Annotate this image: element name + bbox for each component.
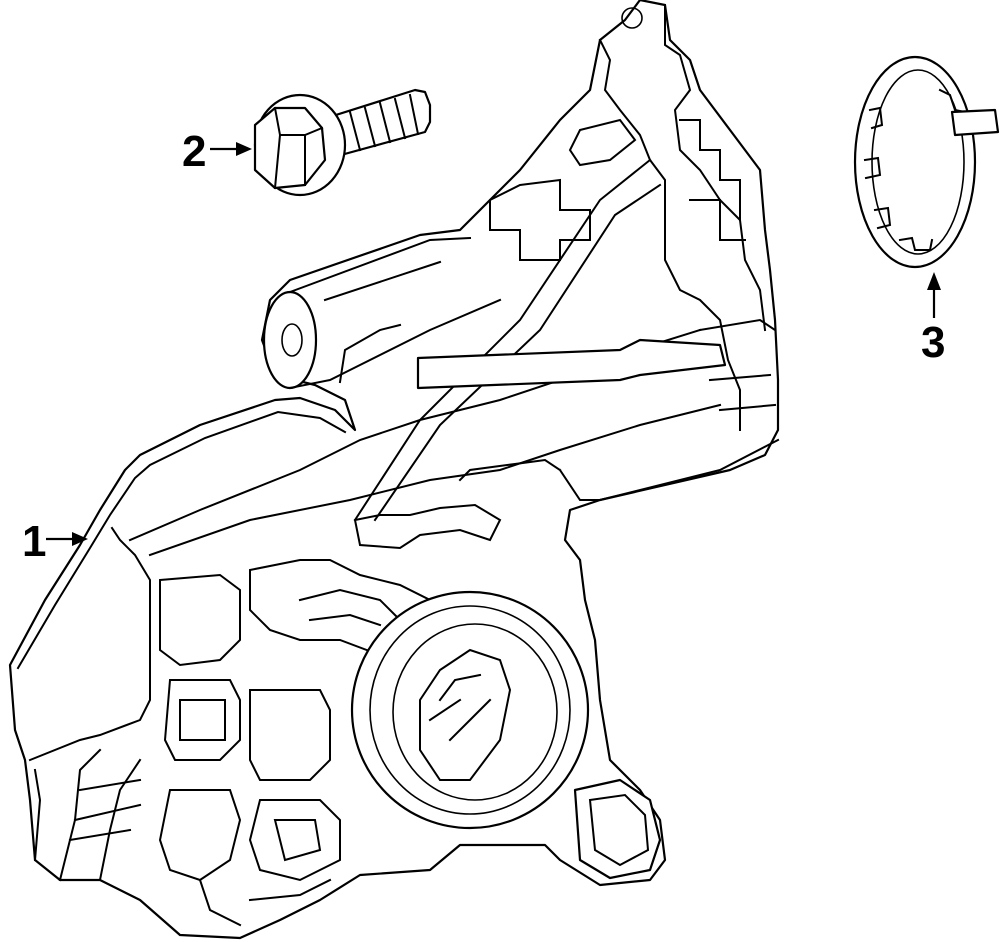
callout-3-arrowhead: [927, 272, 941, 290]
callout-1-arrowhead: [72, 532, 88, 546]
bolt-shank: [318, 88, 432, 160]
callout-3: 3: [921, 272, 945, 367]
pump-housing-mounting-ear: [573, 778, 662, 880]
pump-housing-rib-1: [353, 158, 662, 522]
callout-1: 1: [22, 517, 88, 566]
seal-ring[interactable]: [853, 55, 1000, 269]
pump-housing[interactable]: [8, 0, 780, 940]
pump-housing-tube: [262, 236, 502, 390]
callout-2: 2: [182, 127, 252, 176]
callout-1-label: 1: [22, 517, 46, 566]
pump-housing-crossbar: [416, 338, 727, 390]
seal-ring-tab: [950, 108, 1000, 137]
bolt[interactable]: [253, 88, 432, 197]
seal-ring-outer: [853, 55, 977, 269]
bolt-head: [253, 106, 327, 190]
pump-housing-front-edge: [16, 410, 347, 670]
callout-3-label: 3: [921, 318, 945, 367]
pump-housing-outlet: [350, 590, 590, 830]
callout-2-label: 2: [182, 127, 206, 176]
callout-2-arrowhead: [236, 142, 252, 156]
seal-ring-inner: [871, 69, 965, 255]
